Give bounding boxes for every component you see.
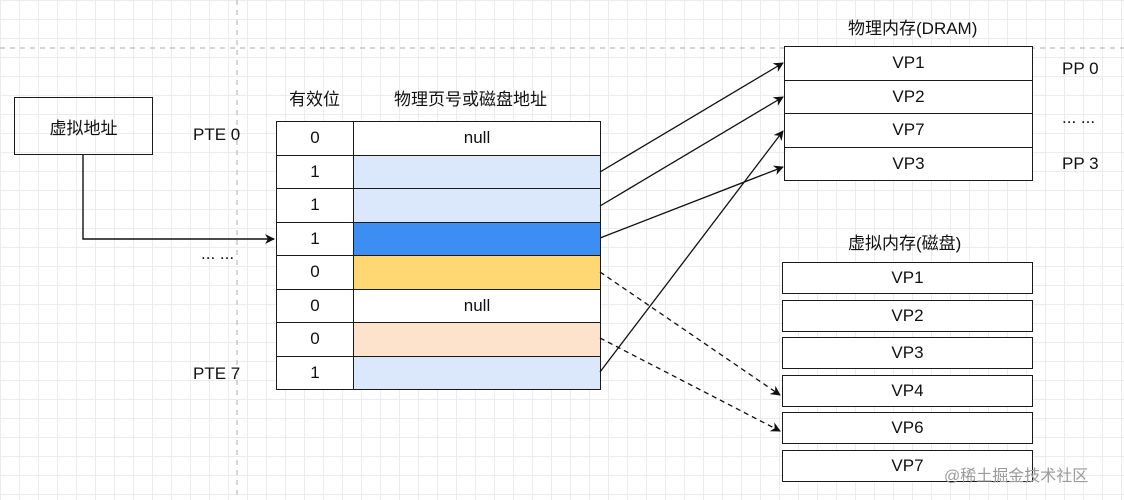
disk-title: 虚拟内存(磁盘) xyxy=(848,234,962,253)
pte-valid-cell: 0 xyxy=(276,255,354,290)
pte6-to-disk-vp6-arrow xyxy=(599,337,781,432)
dram-page-vp1: VP1 xyxy=(784,46,1033,81)
disk-page-vp2: VP2 xyxy=(782,299,1033,332)
ellipsis-left-label: ... ... xyxy=(201,244,235,263)
disk-page-vp7: VP7 xyxy=(782,450,1033,482)
pte3-to-vp3-arrow xyxy=(599,165,784,239)
pp3-label: PP 3 xyxy=(1062,154,1099,173)
pte-address-cell: null xyxy=(353,288,601,323)
disk-page-vp1: VP1 xyxy=(782,262,1033,294)
pte0-label: PTE 0 xyxy=(193,125,241,144)
pte-valid-cell: 0 xyxy=(276,322,354,357)
valid-bit-header: 有效位 xyxy=(289,90,340,109)
disk-page-vp3: VP3 xyxy=(782,337,1033,370)
virtual-address-label: 虚拟地址 xyxy=(49,118,118,138)
pte-valid-cell: 1 xyxy=(276,154,354,189)
watermark: @稀土掘金技术社区 xyxy=(944,468,1089,485)
pte7-label: PTE 7 xyxy=(193,364,241,383)
pte-address-cell xyxy=(353,188,601,223)
pte1-to-vp1-arrow xyxy=(599,62,784,173)
dram-title: 物理内存(DRAM) xyxy=(848,19,978,38)
pte-address-cell xyxy=(353,355,601,390)
disk-page-vp4: VP4 xyxy=(782,374,1033,407)
pte-valid-cell: 1 xyxy=(276,188,354,223)
pte-address-cell xyxy=(353,154,601,189)
pte7-to-vp7-arrow xyxy=(599,130,784,373)
pp-dots-label: ... ... xyxy=(1062,108,1096,127)
pte-address-cell: null xyxy=(353,121,601,156)
dram-page-vp7: VP7 xyxy=(784,113,1033,148)
pte-valid-cell: 0 xyxy=(276,121,354,156)
disk-page-vp6: VP6 xyxy=(782,412,1033,445)
pte2-to-vp2-arrow xyxy=(599,96,784,207)
dram-page-vp2: VP2 xyxy=(784,79,1033,114)
pp0-label: PP 0 xyxy=(1062,59,1099,78)
ppn-or-disk-header: 物理页号或磁盘地址 xyxy=(394,90,547,109)
pte4-to-disk-vp4-arrow xyxy=(599,271,781,396)
dram-page-vp3: VP3 xyxy=(784,146,1033,181)
pte-valid-cell: 0 xyxy=(276,288,354,323)
pte-valid-cell: 1 xyxy=(276,355,354,390)
va-to-pte-arrow xyxy=(82,155,275,244)
virtual-address-box: 虚拟地址 xyxy=(14,97,153,155)
